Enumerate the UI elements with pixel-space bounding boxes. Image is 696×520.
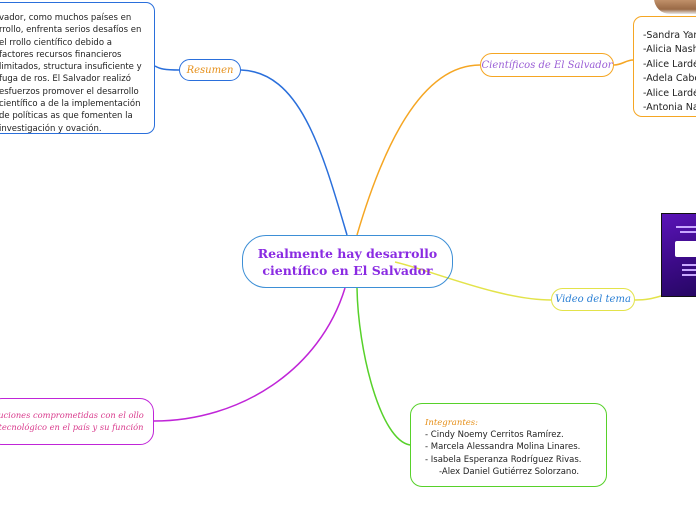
branch-cientificos bbox=[356, 64, 481, 236]
thumbnail-caption-line bbox=[682, 269, 696, 271]
integrantes-title: Integrantes: bbox=[425, 418, 478, 428]
thumbnail-caption-line bbox=[682, 274, 696, 276]
branch-resumen bbox=[240, 69, 348, 236]
central-topic-label: Realmente hay desarrollo científico en E… bbox=[257, 245, 438, 278]
member-item: -Alex Daniel Gutiérrez Solorzano. bbox=[439, 466, 580, 477]
topic-instituciones-label: uciones comprometidas con el ollo tecnol… bbox=[0, 410, 144, 432]
branch-video bbox=[394, 261, 552, 301]
thumbnail-card bbox=[675, 241, 696, 257]
scientist-name: -Antonia Na bbox=[643, 102, 696, 114]
scientist-photo bbox=[654, 0, 696, 14]
central-topic[interactable]: Realmente hay desarrollo científico en E… bbox=[242, 235, 453, 288]
topic-resumen-label: Resumen bbox=[186, 64, 234, 76]
topic-instituciones[interactable]: uciones comprometidas con el ollo tecnol… bbox=[0, 398, 154, 445]
branch-cientificos-detail bbox=[613, 59, 634, 66]
scientist-name: -Adela Cabe bbox=[643, 73, 696, 85]
resumen-detail-box[interactable]: vador, como muchos países en rrollo, enf… bbox=[0, 2, 155, 134]
topic-cientificos[interactable]: Científicos de El Salvador bbox=[480, 53, 614, 77]
scientist-name: -Alice Lardé bbox=[643, 87, 696, 99]
topic-resumen[interactable]: Resumen bbox=[179, 59, 241, 81]
thumbnail-caption-line bbox=[682, 264, 696, 266]
video-thumbnail[interactable] bbox=[661, 213, 696, 297]
member-item: - Cindy Noemy Cerritos Ramírez. bbox=[425, 430, 564, 441]
scientist-name: -Alicia Nash bbox=[643, 44, 696, 56]
resumen-text: vador, como muchos países en rrollo, enf… bbox=[0, 13, 142, 134]
member-item: - Marcela Alessandra Molina Linares. bbox=[425, 442, 581, 453]
integrantes-box[interactable]: Integrantes: - Cindy Noemy Cerritos Ramí… bbox=[410, 403, 607, 487]
cientificos-list-box[interactable]: -Sandra Yan -Alicia Nash -Alice Lardé -A… bbox=[633, 16, 696, 117]
topic-cientificos-label: Científicos de El Salvador bbox=[481, 59, 613, 71]
branch-integrantes bbox=[356, 287, 411, 446]
thumbnail-title-line bbox=[676, 226, 696, 228]
topic-video-label: Video del tema bbox=[555, 294, 631, 305]
thumbnail-subtitle-line bbox=[680, 231, 696, 233]
member-item: - Isabela Esperanza Rodríguez Rivas. bbox=[425, 454, 582, 465]
scientist-name: -Sandra Yan bbox=[643, 30, 696, 41]
scientist-name: -Alice Lardé bbox=[643, 58, 696, 70]
branch-instituciones bbox=[153, 287, 346, 422]
branch-resumen-detail bbox=[154, 65, 180, 71]
topic-video[interactable]: Video del tema bbox=[551, 288, 635, 311]
branch-video-detail bbox=[634, 295, 662, 301]
